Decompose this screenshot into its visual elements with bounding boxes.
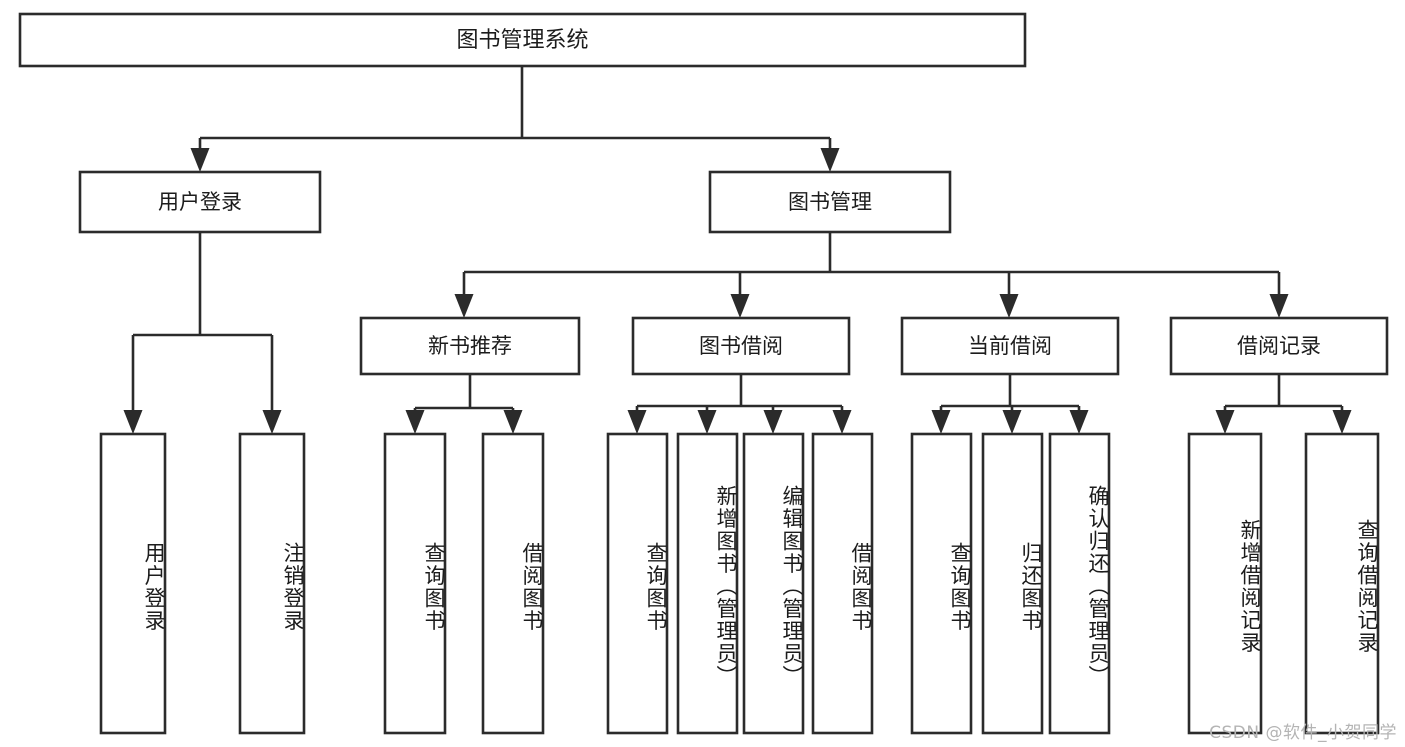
borrow-drop-2-head [763,410,783,434]
node-book-management-box[interactable] [708,170,952,234]
node-book-borrow-box[interactable] [631,316,851,376]
node-leaf-query-book-1-box[interactable] [383,432,447,735]
record-drop-0-head [1215,410,1235,434]
node-leaf-query-book-3-box[interactable] [910,432,973,735]
node-leaf-add-book-admin-box[interactable] [676,432,739,735]
login-drop-0-head [123,410,143,434]
node-leaf-query-book-2-box[interactable] [606,432,669,735]
bookmgmt-drop-1-head [730,294,750,318]
current-drop-0-head [931,410,951,434]
node-user-login-box[interactable] [78,170,322,234]
node-user-login-label: 用户登录 [158,190,242,214]
csdn-watermark: CSDN @软件_小贺同学 [1209,723,1397,743]
node-root-box[interactable] [18,12,1027,68]
recommend-drop-1-head [503,410,523,434]
node-root-label: 图书管理系统 [456,28,588,53]
current-drop-1-head [1002,410,1022,434]
node-new-book-recommend-label: 新书推荐 [428,334,512,358]
borrow-drop-1-head [697,410,717,434]
record-drop-1-head [1332,410,1352,434]
node-borrow-record-label: 借阅记录 [1237,334,1321,358]
node-leaf-user-login-box[interactable] [99,432,167,735]
node-leaf-logout-login-box[interactable] [238,432,306,735]
node-leaf-add-record-box[interactable] [1187,432,1263,735]
root-drop-0-head [190,148,210,172]
node-borrow-record-box[interactable] [1169,316,1389,376]
node-leaf-confirm-return-box[interactable] [1048,432,1111,735]
node-leaf-edit-book-admin-box[interactable] [742,432,805,735]
login-drop-1-head [262,410,282,434]
node-leaf-borrow-book-2-box[interactable] [811,432,874,735]
node-leaf-query-record-box[interactable] [1304,432,1380,735]
bookmgmt-drop-0-head [454,294,474,318]
connector-layer [123,66,1352,434]
root-drop-1-head [820,148,840,172]
current-drop-2-head [1069,410,1089,434]
node-book-borrow-label: 图书借阅 [699,334,783,358]
box-layer [18,12,1389,735]
node-new-book-recommend-box[interactable] [359,316,581,376]
node-current-borrow-label: 当前借阅 [968,334,1052,358]
borrow-drop-0-head [627,410,647,434]
node-leaf-return-book-box[interactable] [981,432,1044,735]
node-book-management-label: 图书管理 [788,190,872,214]
bookmgmt-drop-2-head [999,294,1019,318]
node-leaf-borrow-book-1-box[interactable] [481,432,545,735]
borrow-drop-3-head [832,410,852,434]
bookmgmt-drop-3-head [1269,294,1289,318]
recommend-drop-0-head [405,410,425,434]
node-current-borrow-box[interactable] [900,316,1120,376]
